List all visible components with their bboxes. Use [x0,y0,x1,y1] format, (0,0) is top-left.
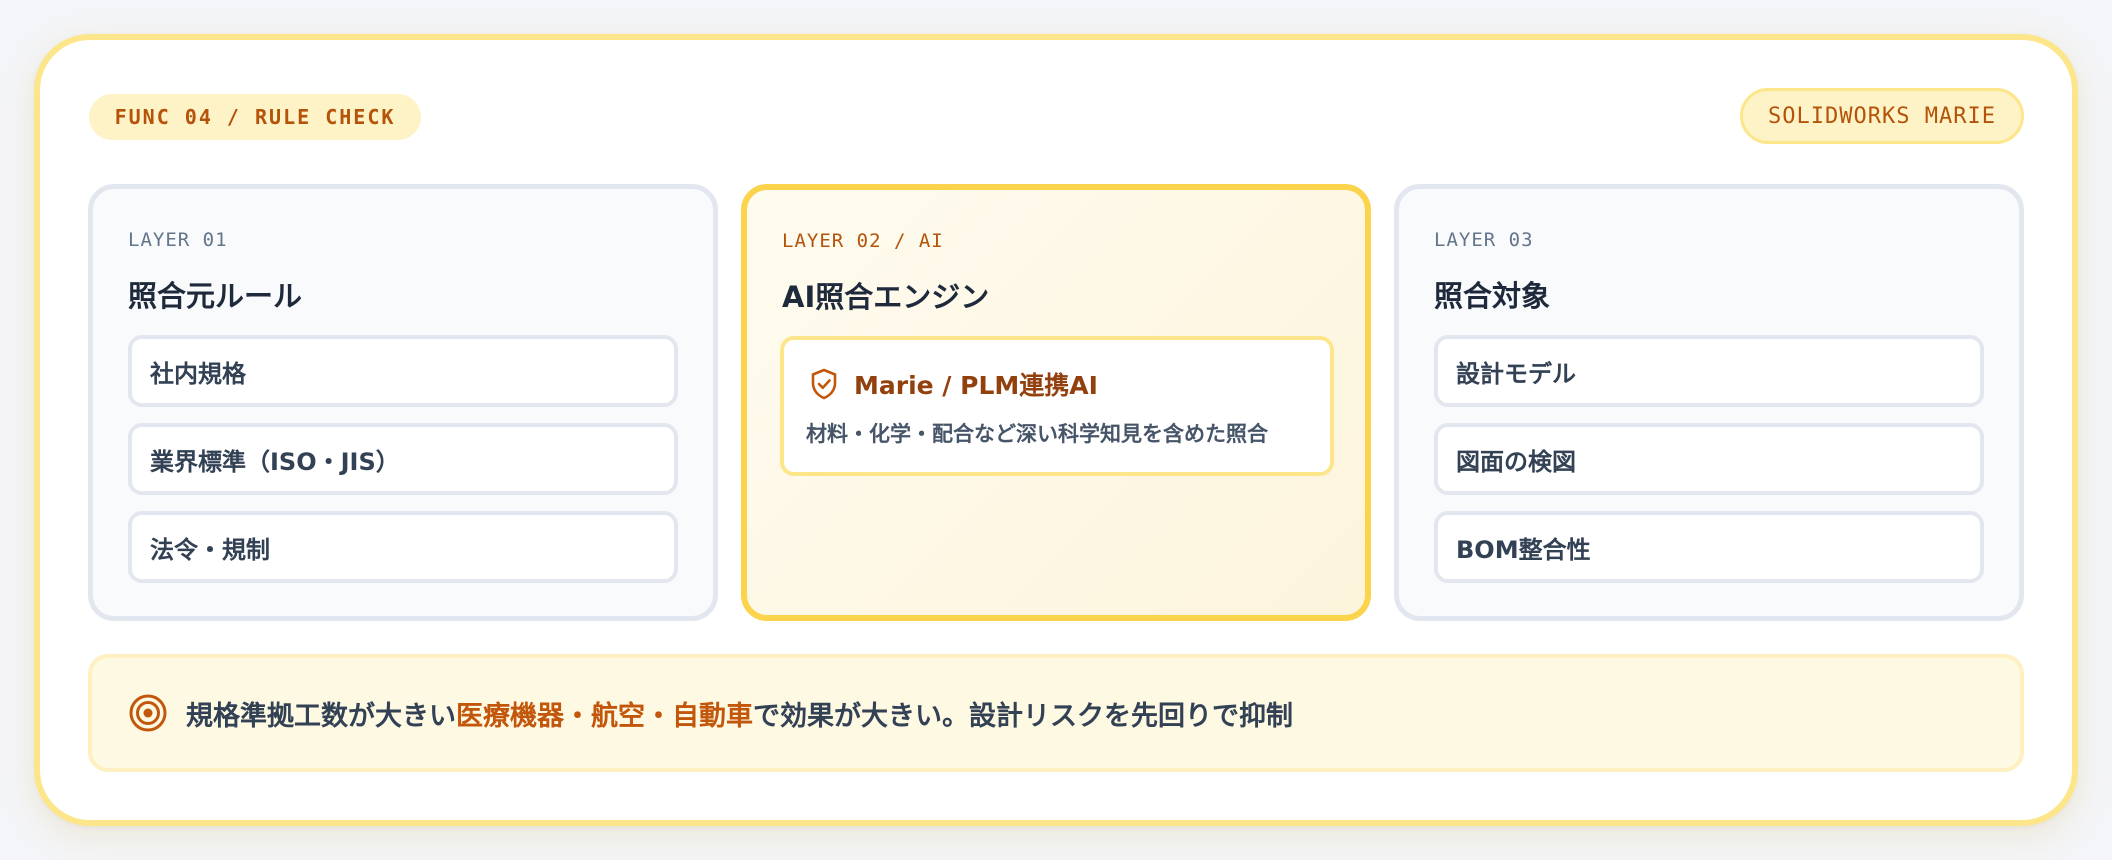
effect-banner: 規格準拠工数が大きい医療機器・航空・自動車で効果が大きい。設計リスクを先回りで抑… [88,654,2024,772]
layer-title: AI照合エンジン [782,280,990,314]
layer-01-panel: LAYER 01 照合元ルール 社内規格 業界標準（ISO・JIS） 法令・規制 [88,184,718,621]
banner-text-after: で効果が大きい。設計リスクを先回りで抑制 [753,700,1293,732]
ai-engine-card: Marie / PLM連携AI 材料・化学・配合など深い科学知見を含めた照合 [780,336,1334,476]
layer-tag: LAYER 03 [1434,229,1534,251]
banner-text-before: 規格準拠工数が大きい [186,700,456,732]
banner-highlight: 医療機器・航空・自動車 [456,700,753,732]
func-label-badge: FUNC 04 / RULE CHECK [89,94,421,140]
ai-engine-name: Marie / PLM連携AI [854,371,1098,400]
layer-title: 照合対象 [1434,279,1551,313]
target-icon [128,693,168,733]
ai-engine-header: Marie / PLM連携AI [810,366,1098,402]
layer-title: 照合元ルール [128,279,303,313]
rule-item-regulations: 法令・規制 [128,511,678,583]
rule-item-internal-standards: 社内規格 [128,335,678,407]
product-label-badge: SOLIDWORKS MARIE [1740,88,2024,144]
rule-item-industry-standards: 業界標準（ISO・JIS） [128,423,678,495]
target-item-design-model: 設計モデル [1434,335,1984,407]
layer-tag: LAYER 01 [128,229,228,251]
target-item-bom-consistency: BOM整合性 [1434,511,1984,583]
shield-check-icon [811,368,837,400]
target-item-drawing-check: 図面の検図 [1434,423,1984,495]
layer-03-panel: LAYER 03 照合対象 設計モデル 図面の検図 BOM整合性 [1394,184,2024,621]
banner-text: 規格準拠工数が大きい医療機器・航空・自動車で効果が大きい。設計リスクを先回りで抑… [186,694,1293,733]
ai-engine-description: 材料・化学・配合など深い科学知見を含めた照合 [806,422,1268,446]
layer-tag: LAYER 02 / AI [782,230,944,252]
layer-02-panel: LAYER 02 / AI AI照合エンジン Marie / PLM連携AI 材… [741,184,1371,621]
